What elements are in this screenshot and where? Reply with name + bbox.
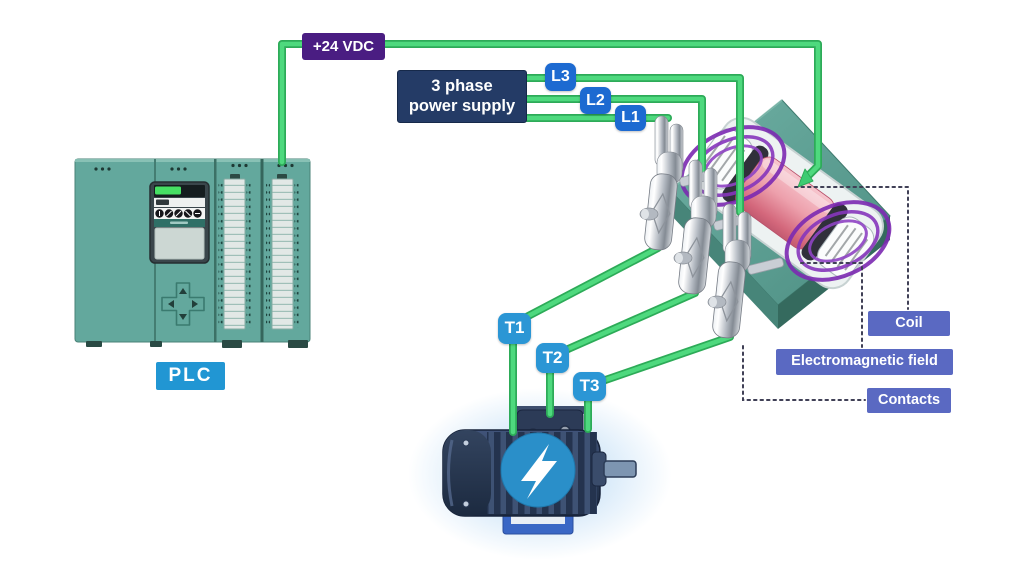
phase-label-l1: L1 (615, 105, 646, 131)
callout-lines (742, 186, 909, 401)
em-field-callout-label: Electromagnetic field (776, 349, 953, 375)
terminal-label-t3: T3 (573, 372, 606, 401)
coil-callout-line (794, 186, 909, 310)
motor (408, 388, 672, 560)
lightning-bolt-icon (521, 444, 557, 499)
motor-shaft (591, 451, 637, 487)
plc-feet (86, 340, 308, 348)
motor-energy-badge (500, 432, 576, 508)
power-supply-line1: 3 phase (431, 76, 493, 95)
terminal-label-t2: T2 (536, 343, 569, 373)
plc-run-led-icon (155, 186, 181, 195)
phase-label-l2: L2 (580, 87, 611, 114)
plc-device (74, 158, 311, 348)
terminal-label-t1: T1 (498, 313, 531, 344)
coil-callout-label: Coil (868, 311, 950, 336)
vdc-label: +24 VDC (302, 33, 385, 60)
contacts-callout-line (742, 345, 866, 401)
plc-vent-dots (94, 163, 294, 171)
plc-label: PLC (156, 362, 225, 390)
plc-screen (154, 227, 205, 260)
plc-io-module-terminals (218, 174, 299, 330)
wire-arrowhead-icon (797, 168, 814, 188)
power-supply-line2: power supply (408, 96, 516, 115)
em-field-callout-line (800, 262, 863, 348)
phase-label-l3: L3 (545, 63, 576, 91)
plc-dpad-icon (161, 282, 205, 326)
contacts-callout-label: Contacts (867, 388, 951, 413)
plc-display (149, 181, 210, 264)
power-supply-label: 3 phase power supply (397, 70, 527, 123)
motor-base (502, 511, 574, 535)
